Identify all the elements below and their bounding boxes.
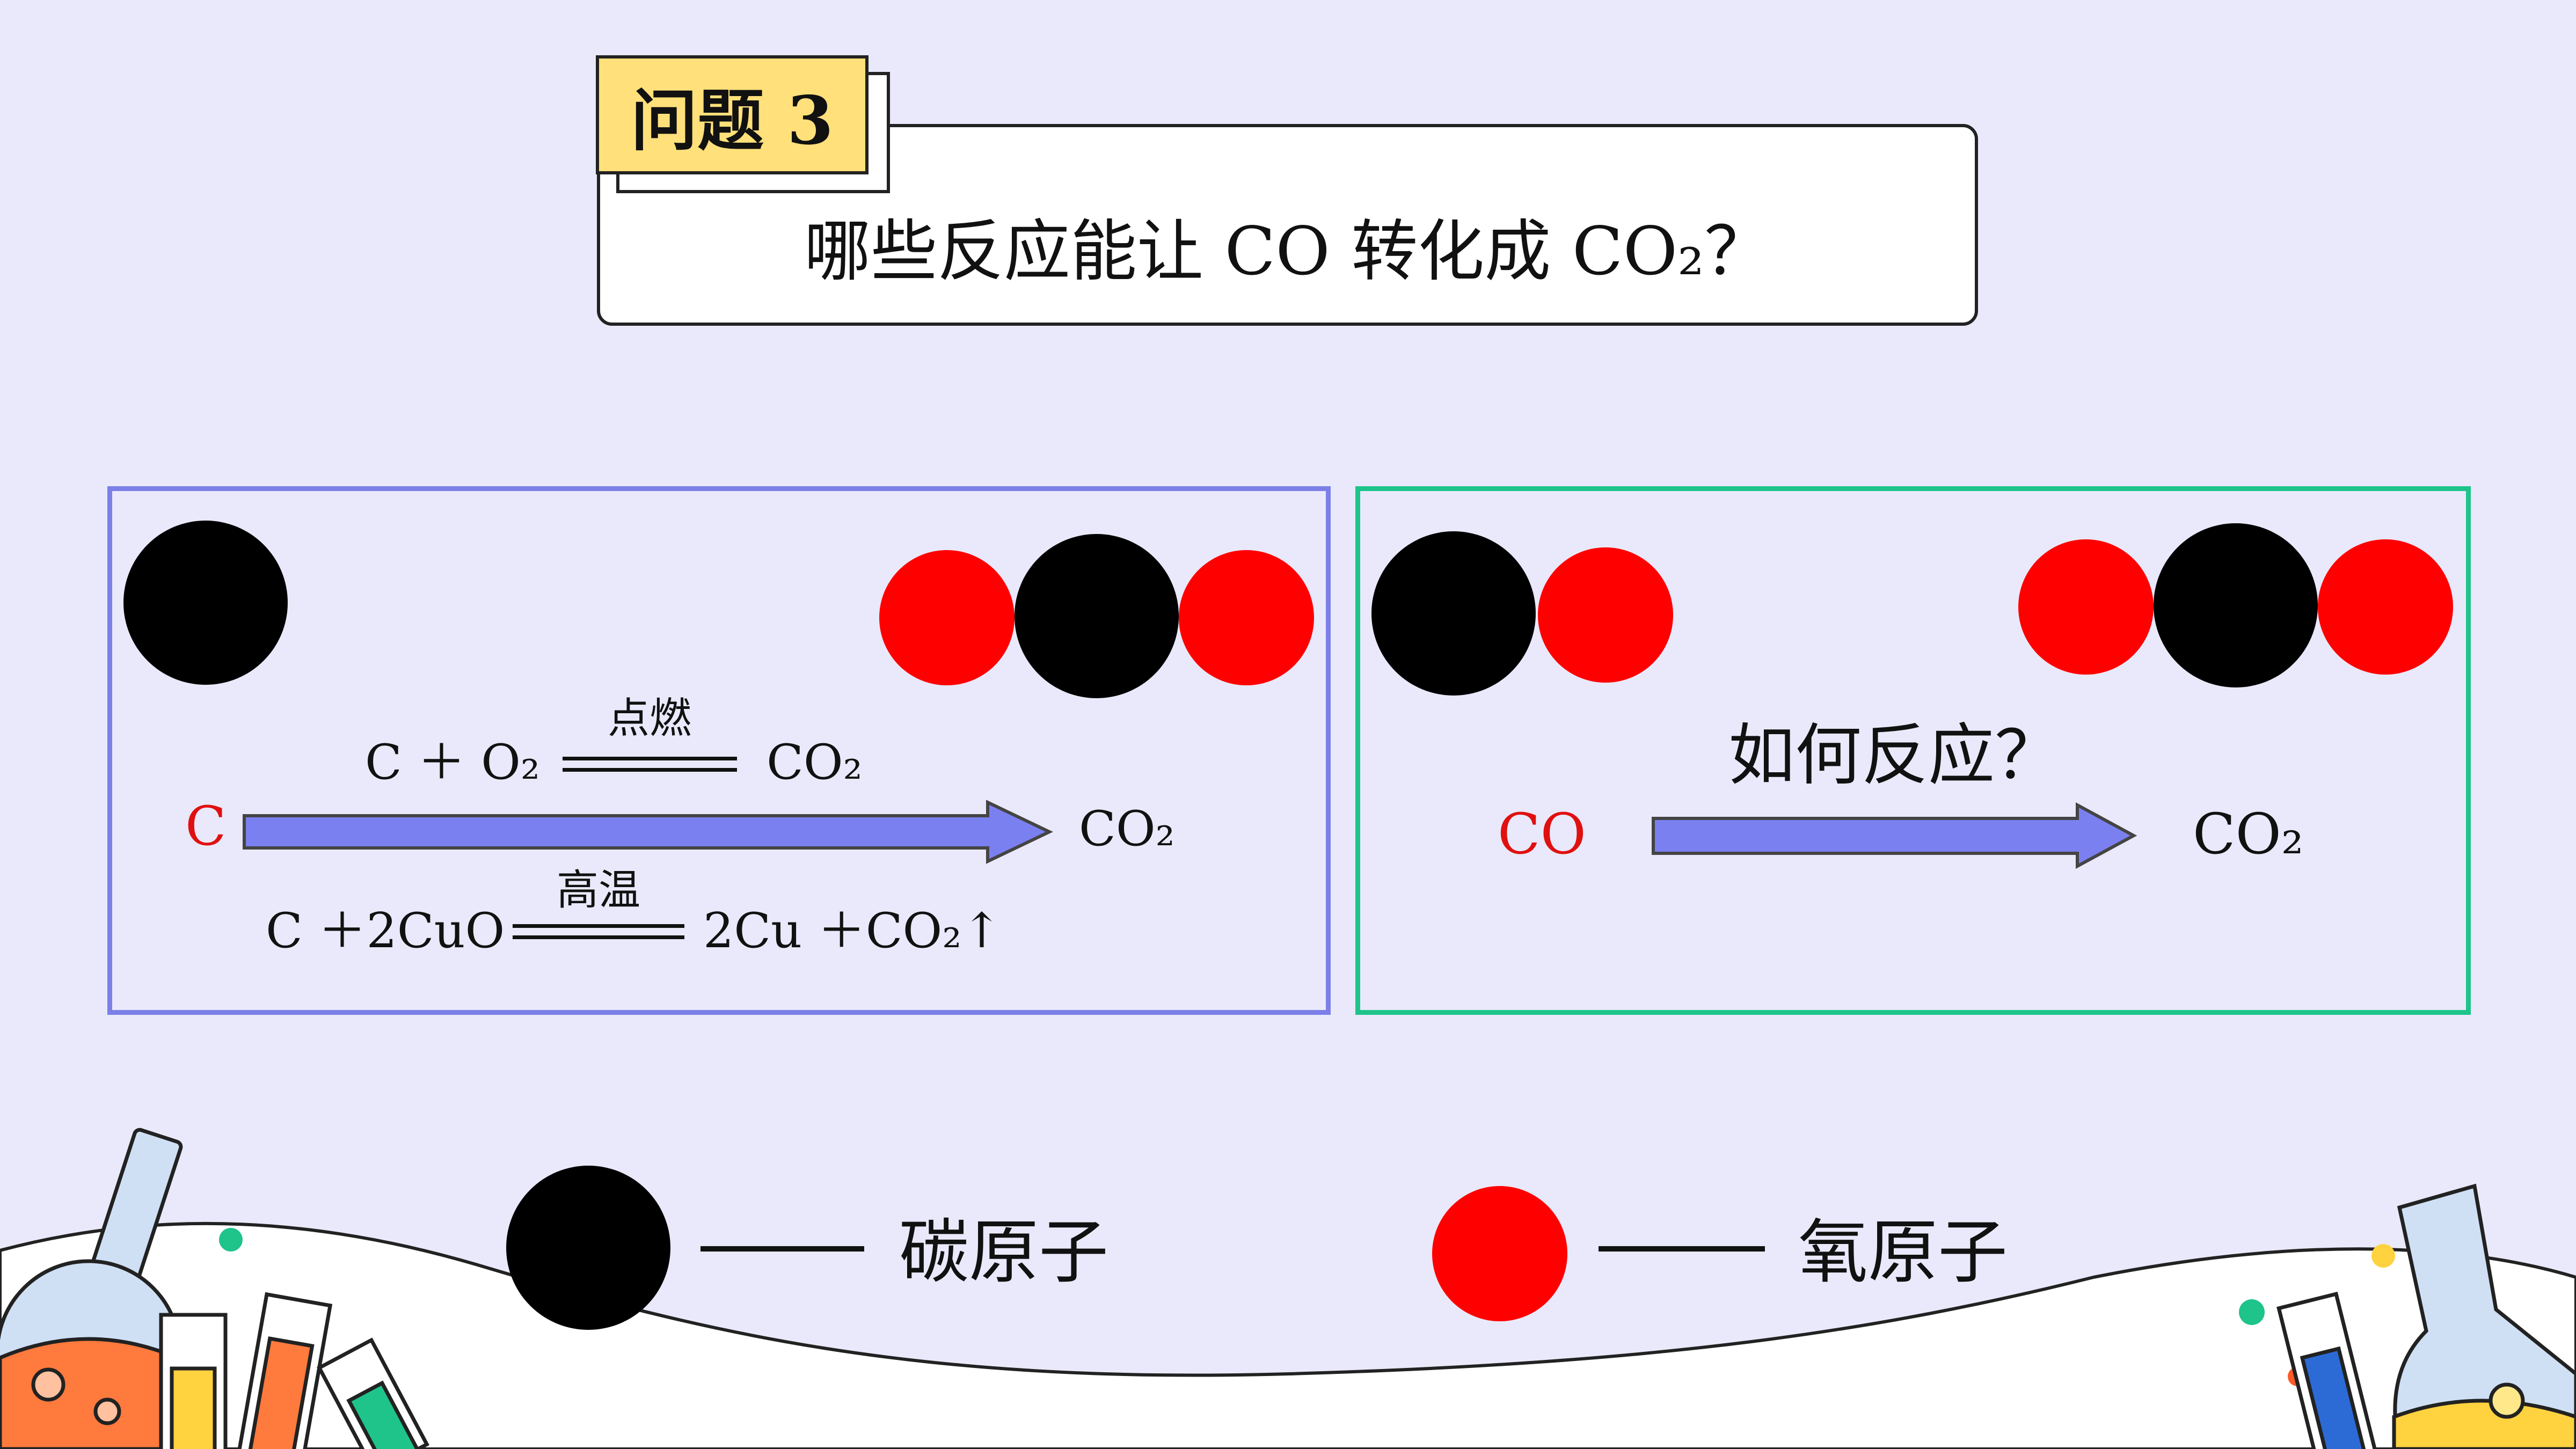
reaction-question: 如何反应？ [1728, 717, 2062, 794]
equation-reactants: C ＋ O₂ [365, 734, 540, 791]
carbon-atom [123, 521, 288, 685]
reaction-condition: 点燃 [607, 694, 691, 743]
reaction-condition: 高温 [556, 866, 640, 914]
arrow-end-label: CO₂ [2193, 801, 2304, 867]
legend-oxygen-label: 氧原子 [1798, 1211, 2008, 1293]
question-tag: 问题 3 [596, 55, 869, 174]
oxygen-atom [1538, 547, 1673, 683]
arrow-end-label: CO₂ [1079, 801, 1175, 857]
oxygen-atom [2318, 539, 2453, 675]
carbon-atom [1015, 534, 1179, 698]
carbon-atom [1371, 531, 1536, 696]
equals-sign [563, 757, 737, 772]
arrow-start-label: C [185, 795, 227, 858]
oxygen-atom [879, 550, 1015, 685]
legend-dash [1599, 1246, 1765, 1252]
legend-carbon-label: 碳原子 [899, 1211, 1109, 1293]
equation-product: 2Cu ＋CO₂↑ [703, 903, 1002, 959]
equation-product: CO₂ [767, 734, 863, 791]
legend-oxygen-swatch [1432, 1186, 1567, 1321]
arrow-start-label: CO [1498, 801, 1586, 867]
equals-sign [513, 924, 684, 939]
equation-reactants: C ＋2CuO [266, 903, 505, 959]
co-to-co2-panel [1355, 486, 2471, 1015]
oxygen-atom [1179, 550, 1314, 685]
oxygen-atom [2018, 539, 2154, 675]
carbon-atom [2154, 523, 2318, 687]
legend-carbon-swatch [506, 1166, 670, 1330]
legend-dash [700, 1246, 864, 1252]
question-text: 哪些反应能让 CO 转化成 CO₂？ [804, 213, 1771, 290]
carbon-to-co2-panel [107, 486, 1331, 1015]
